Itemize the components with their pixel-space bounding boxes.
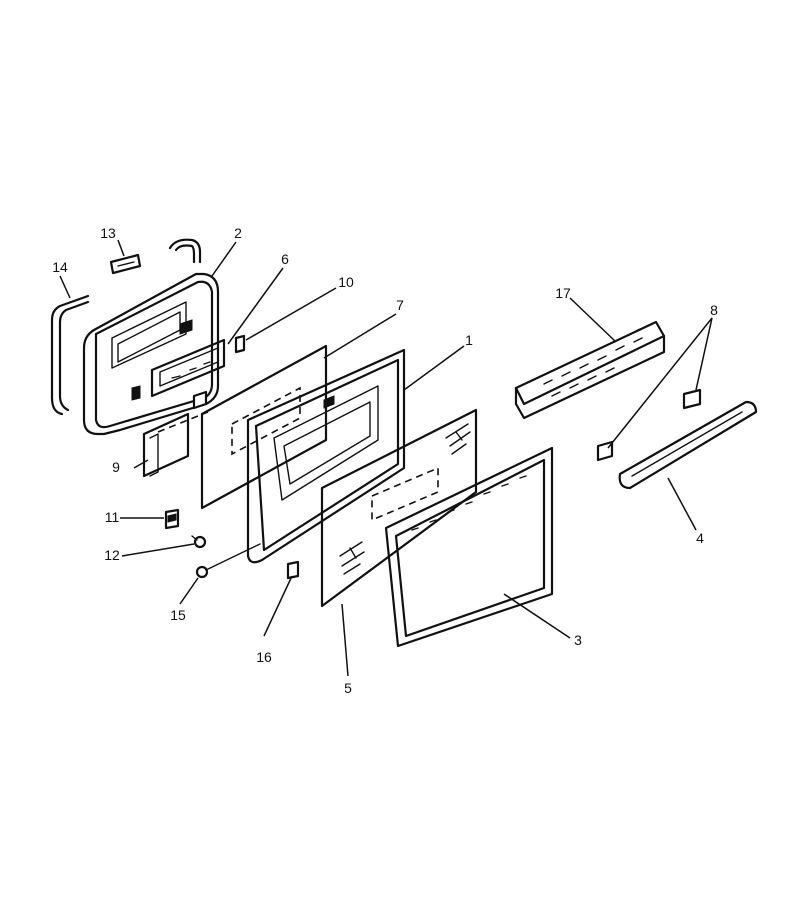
callout-10: 10 bbox=[338, 274, 354, 290]
callout-15: 15 bbox=[170, 607, 186, 623]
callout-13: 13 bbox=[100, 225, 116, 241]
leader-lines bbox=[59, 239, 713, 677]
part-9-hinge-plate bbox=[142, 411, 209, 478]
part-8-end-caps bbox=[596, 388, 702, 462]
callout-8: 8 bbox=[710, 302, 718, 318]
part-2-outer-frame bbox=[82, 272, 220, 436]
callout-14: 14 bbox=[52, 259, 68, 275]
part-16-tab bbox=[286, 560, 300, 580]
callout-labels: 1 2 3 4 5 6 7 8 9 10 11 12 13 14 15 16 1… bbox=[52, 225, 718, 696]
part-14-handle-bracket bbox=[50, 294, 90, 416]
callout-1: 1 bbox=[465, 332, 473, 348]
part-3-front-frame bbox=[384, 446, 554, 648]
part-15-screw bbox=[195, 543, 261, 579]
part-5-glass-panel bbox=[320, 408, 478, 608]
part-13-clip bbox=[109, 253, 142, 275]
part-10-clip bbox=[234, 334, 246, 354]
callout-7: 7 bbox=[396, 297, 404, 313]
part-17-vent-strip bbox=[514, 320, 666, 420]
part-small-tab bbox=[192, 390, 208, 410]
part-11-bracket bbox=[164, 508, 180, 530]
callout-16: 16 bbox=[256, 649, 272, 665]
callout-6: 6 bbox=[281, 251, 289, 267]
callout-9: 9 bbox=[112, 459, 120, 475]
callout-3: 3 bbox=[574, 632, 582, 648]
part-12-screw bbox=[191, 535, 207, 549]
part-1-door-liner bbox=[246, 348, 406, 564]
part-6-panel-insert bbox=[150, 338, 226, 398]
part-4-handle-tube bbox=[618, 400, 758, 490]
callout-11: 11 bbox=[105, 509, 120, 525]
callout-5: 5 bbox=[344, 680, 352, 696]
callout-2: 2 bbox=[234, 225, 242, 241]
part-hook bbox=[168, 238, 202, 264]
callout-12: 12 bbox=[104, 547, 120, 563]
callout-17: 17 bbox=[555, 285, 571, 301]
part-7-inner-panel bbox=[200, 344, 328, 510]
callout-4: 4 bbox=[696, 530, 704, 546]
